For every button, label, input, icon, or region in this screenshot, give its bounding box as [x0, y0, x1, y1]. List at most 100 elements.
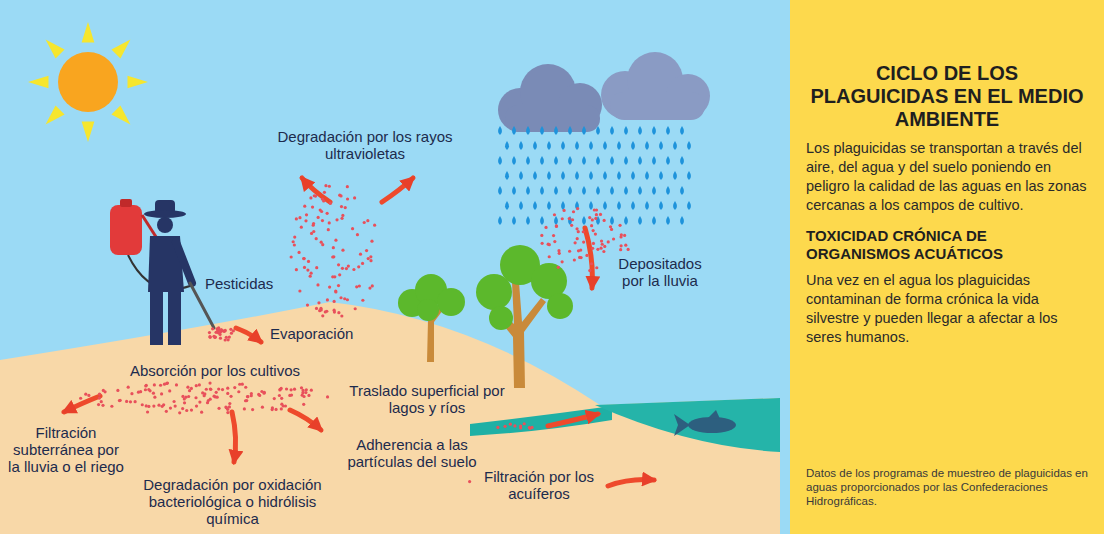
particle — [582, 240, 585, 243]
particle — [217, 407, 220, 410]
particle — [619, 235, 622, 238]
particle — [623, 234, 626, 237]
particle — [309, 196, 312, 199]
particle — [218, 333, 221, 336]
particle — [195, 404, 198, 407]
particle — [328, 221, 331, 224]
particle — [98, 396, 101, 399]
tree — [476, 245, 573, 388]
particle — [541, 242, 544, 245]
particle — [237, 390, 240, 393]
particle — [130, 392, 133, 395]
particle — [599, 213, 602, 216]
process-label: Adherencia a las partículas del suelo — [332, 436, 492, 470]
rain-drop — [638, 126, 642, 135]
ground — [0, 302, 780, 534]
particle — [528, 427, 531, 430]
particle — [324, 310, 327, 313]
particle — [340, 217, 343, 220]
particle — [579, 248, 582, 251]
particle — [329, 202, 332, 205]
cloud — [601, 52, 710, 120]
particle — [169, 406, 172, 409]
particle — [233, 386, 236, 389]
particle — [590, 224, 593, 227]
particle — [244, 399, 247, 402]
particle — [260, 390, 263, 393]
particle — [298, 216, 301, 219]
particle — [317, 301, 320, 304]
particle — [185, 409, 188, 412]
particle — [271, 406, 274, 409]
rain-drop — [582, 186, 586, 195]
particle — [585, 254, 588, 257]
particle — [215, 391, 218, 394]
rain-drop — [526, 156, 530, 165]
particle — [221, 388, 224, 391]
particle — [341, 267, 344, 270]
particle — [553, 240, 556, 243]
particle — [280, 397, 283, 400]
particle — [603, 219, 606, 222]
particle — [184, 396, 187, 399]
particle — [214, 335, 217, 338]
particle — [228, 335, 231, 338]
particle — [588, 269, 591, 272]
particle — [246, 395, 249, 398]
rain-drop — [540, 156, 544, 165]
particle — [258, 394, 261, 397]
particle — [339, 194, 342, 197]
particle — [333, 310, 336, 313]
rain-drop — [624, 186, 628, 195]
particle — [335, 218, 338, 221]
particle — [361, 299, 364, 302]
particle — [168, 389, 171, 392]
rain-drop — [575, 201, 579, 210]
particle — [306, 268, 309, 271]
particle — [290, 394, 293, 397]
particle — [153, 396, 156, 399]
particle — [591, 218, 594, 221]
panel-body: Una vez en el agua los plaguicidas conta… — [806, 271, 1088, 347]
rain-drop — [596, 186, 600, 195]
rain-drop — [645, 141, 649, 150]
rain-drop — [603, 141, 607, 150]
rain-drop — [610, 126, 614, 135]
rain-drop — [680, 186, 684, 195]
rain-drop — [498, 126, 502, 135]
rain-drop — [505, 171, 509, 180]
particle — [302, 403, 305, 406]
particle — [251, 408, 254, 411]
process-label: Pesticidas — [205, 275, 273, 292]
process-label: Filtración subterránea por la lluvia o e… — [6, 424, 126, 475]
particle — [229, 395, 232, 398]
rain-drop — [638, 156, 642, 165]
particle — [602, 250, 605, 253]
panel-title: CICLO DE LOS PLAGUICIDAS EN EL MEDIO AMB… — [806, 62, 1088, 131]
rain-drop — [610, 156, 614, 165]
rain-drop — [526, 186, 530, 195]
particle — [161, 405, 164, 408]
particle — [627, 248, 630, 251]
rain-drop — [610, 216, 614, 225]
particle — [160, 392, 163, 395]
sun-rays — [28, 22, 148, 142]
particle — [365, 249, 368, 252]
particle — [305, 213, 308, 216]
cloud — [498, 64, 602, 132]
rain-drop — [659, 201, 663, 210]
particle — [147, 405, 150, 408]
particle — [225, 336, 228, 339]
particle — [163, 383, 166, 386]
particle — [226, 387, 229, 390]
particle — [97, 403, 100, 406]
particle — [153, 383, 156, 386]
particle — [341, 249, 344, 252]
rain-drop — [505, 201, 509, 210]
particle — [599, 247, 602, 250]
particle — [346, 298, 349, 301]
particle — [519, 426, 522, 429]
sun-ray — [82, 22, 95, 43]
particle — [303, 266, 306, 269]
